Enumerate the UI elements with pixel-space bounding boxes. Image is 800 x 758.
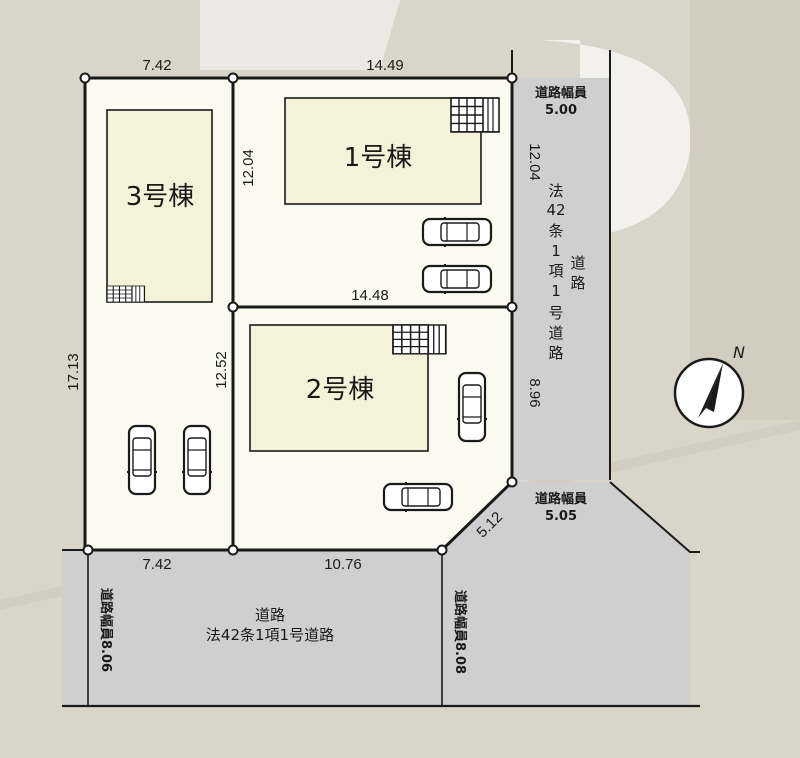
building-2[interactable] <box>249 324 447 452</box>
svg-text:7.42: 7.42 <box>142 57 171 74</box>
svg-text:法42条1項1号道路: 法42条1項1号道路 <box>206 626 334 644</box>
svg-text:12.04: 12.04 <box>526 143 543 181</box>
building-3[interactable] <box>106 109 213 303</box>
svg-text:道: 道 <box>548 324 563 342</box>
svg-text:14.48: 14.48 <box>351 287 389 304</box>
svg-text:道: 道 <box>570 254 585 272</box>
svg-text:1: 1 <box>551 242 561 260</box>
svg-text:N: N <box>733 343 745 362</box>
svg-text:条: 条 <box>548 222 563 240</box>
svg-text:17.13: 17.13 <box>65 353 82 391</box>
svg-text:12.52: 12.52 <box>213 351 230 389</box>
svg-text:路: 路 <box>570 274 585 292</box>
svg-text:8.96: 8.96 <box>526 378 543 407</box>
svg-text:5.00: 5.00 <box>545 103 577 118</box>
building-2-label: 2号棟 <box>306 375 375 405</box>
svg-text:道路幅員8.08: 道路幅員8.08 <box>452 590 468 674</box>
boundary-markers <box>79 72 518 556</box>
svg-text:1: 1 <box>551 282 561 300</box>
svg-text:12.04: 12.04 <box>240 149 257 187</box>
north-arrow-icon: N <box>673 343 745 429</box>
svg-text:道路幅員8.06: 道路幅員8.06 <box>98 588 114 672</box>
svg-text:道路幅員: 道路幅員 <box>535 491 587 507</box>
building-1[interactable] <box>284 97 500 205</box>
building-1-label: 1号棟 <box>344 143 413 173</box>
svg-text:道路幅員: 道路幅員 <box>535 85 587 101</box>
svg-text:10.76: 10.76 <box>324 556 362 573</box>
east-road <box>511 50 611 480</box>
building-3-label: 3号棟 <box>126 182 195 212</box>
svg-text:42: 42 <box>546 201 565 219</box>
svg-text:路: 路 <box>548 344 563 362</box>
svg-text:法: 法 <box>548 182 563 200</box>
svg-text:5.05: 5.05 <box>545 509 577 524</box>
svg-text:号: 号 <box>548 304 563 322</box>
svg-text:道路: 道路 <box>255 606 285 624</box>
svg-text:項: 項 <box>548 262 563 280</box>
svg-text:14.49: 14.49 <box>366 57 404 74</box>
south-road-labels: 道路 法42条1項1号道路 道路幅員8.06 道路幅員8.08 <box>98 588 468 674</box>
east-road-labels: 道路幅員 5.00 法 42 条 1 項 1 号 道 路 道 路 道路幅員 5.… <box>535 85 587 524</box>
svg-text:7.42: 7.42 <box>142 556 171 573</box>
